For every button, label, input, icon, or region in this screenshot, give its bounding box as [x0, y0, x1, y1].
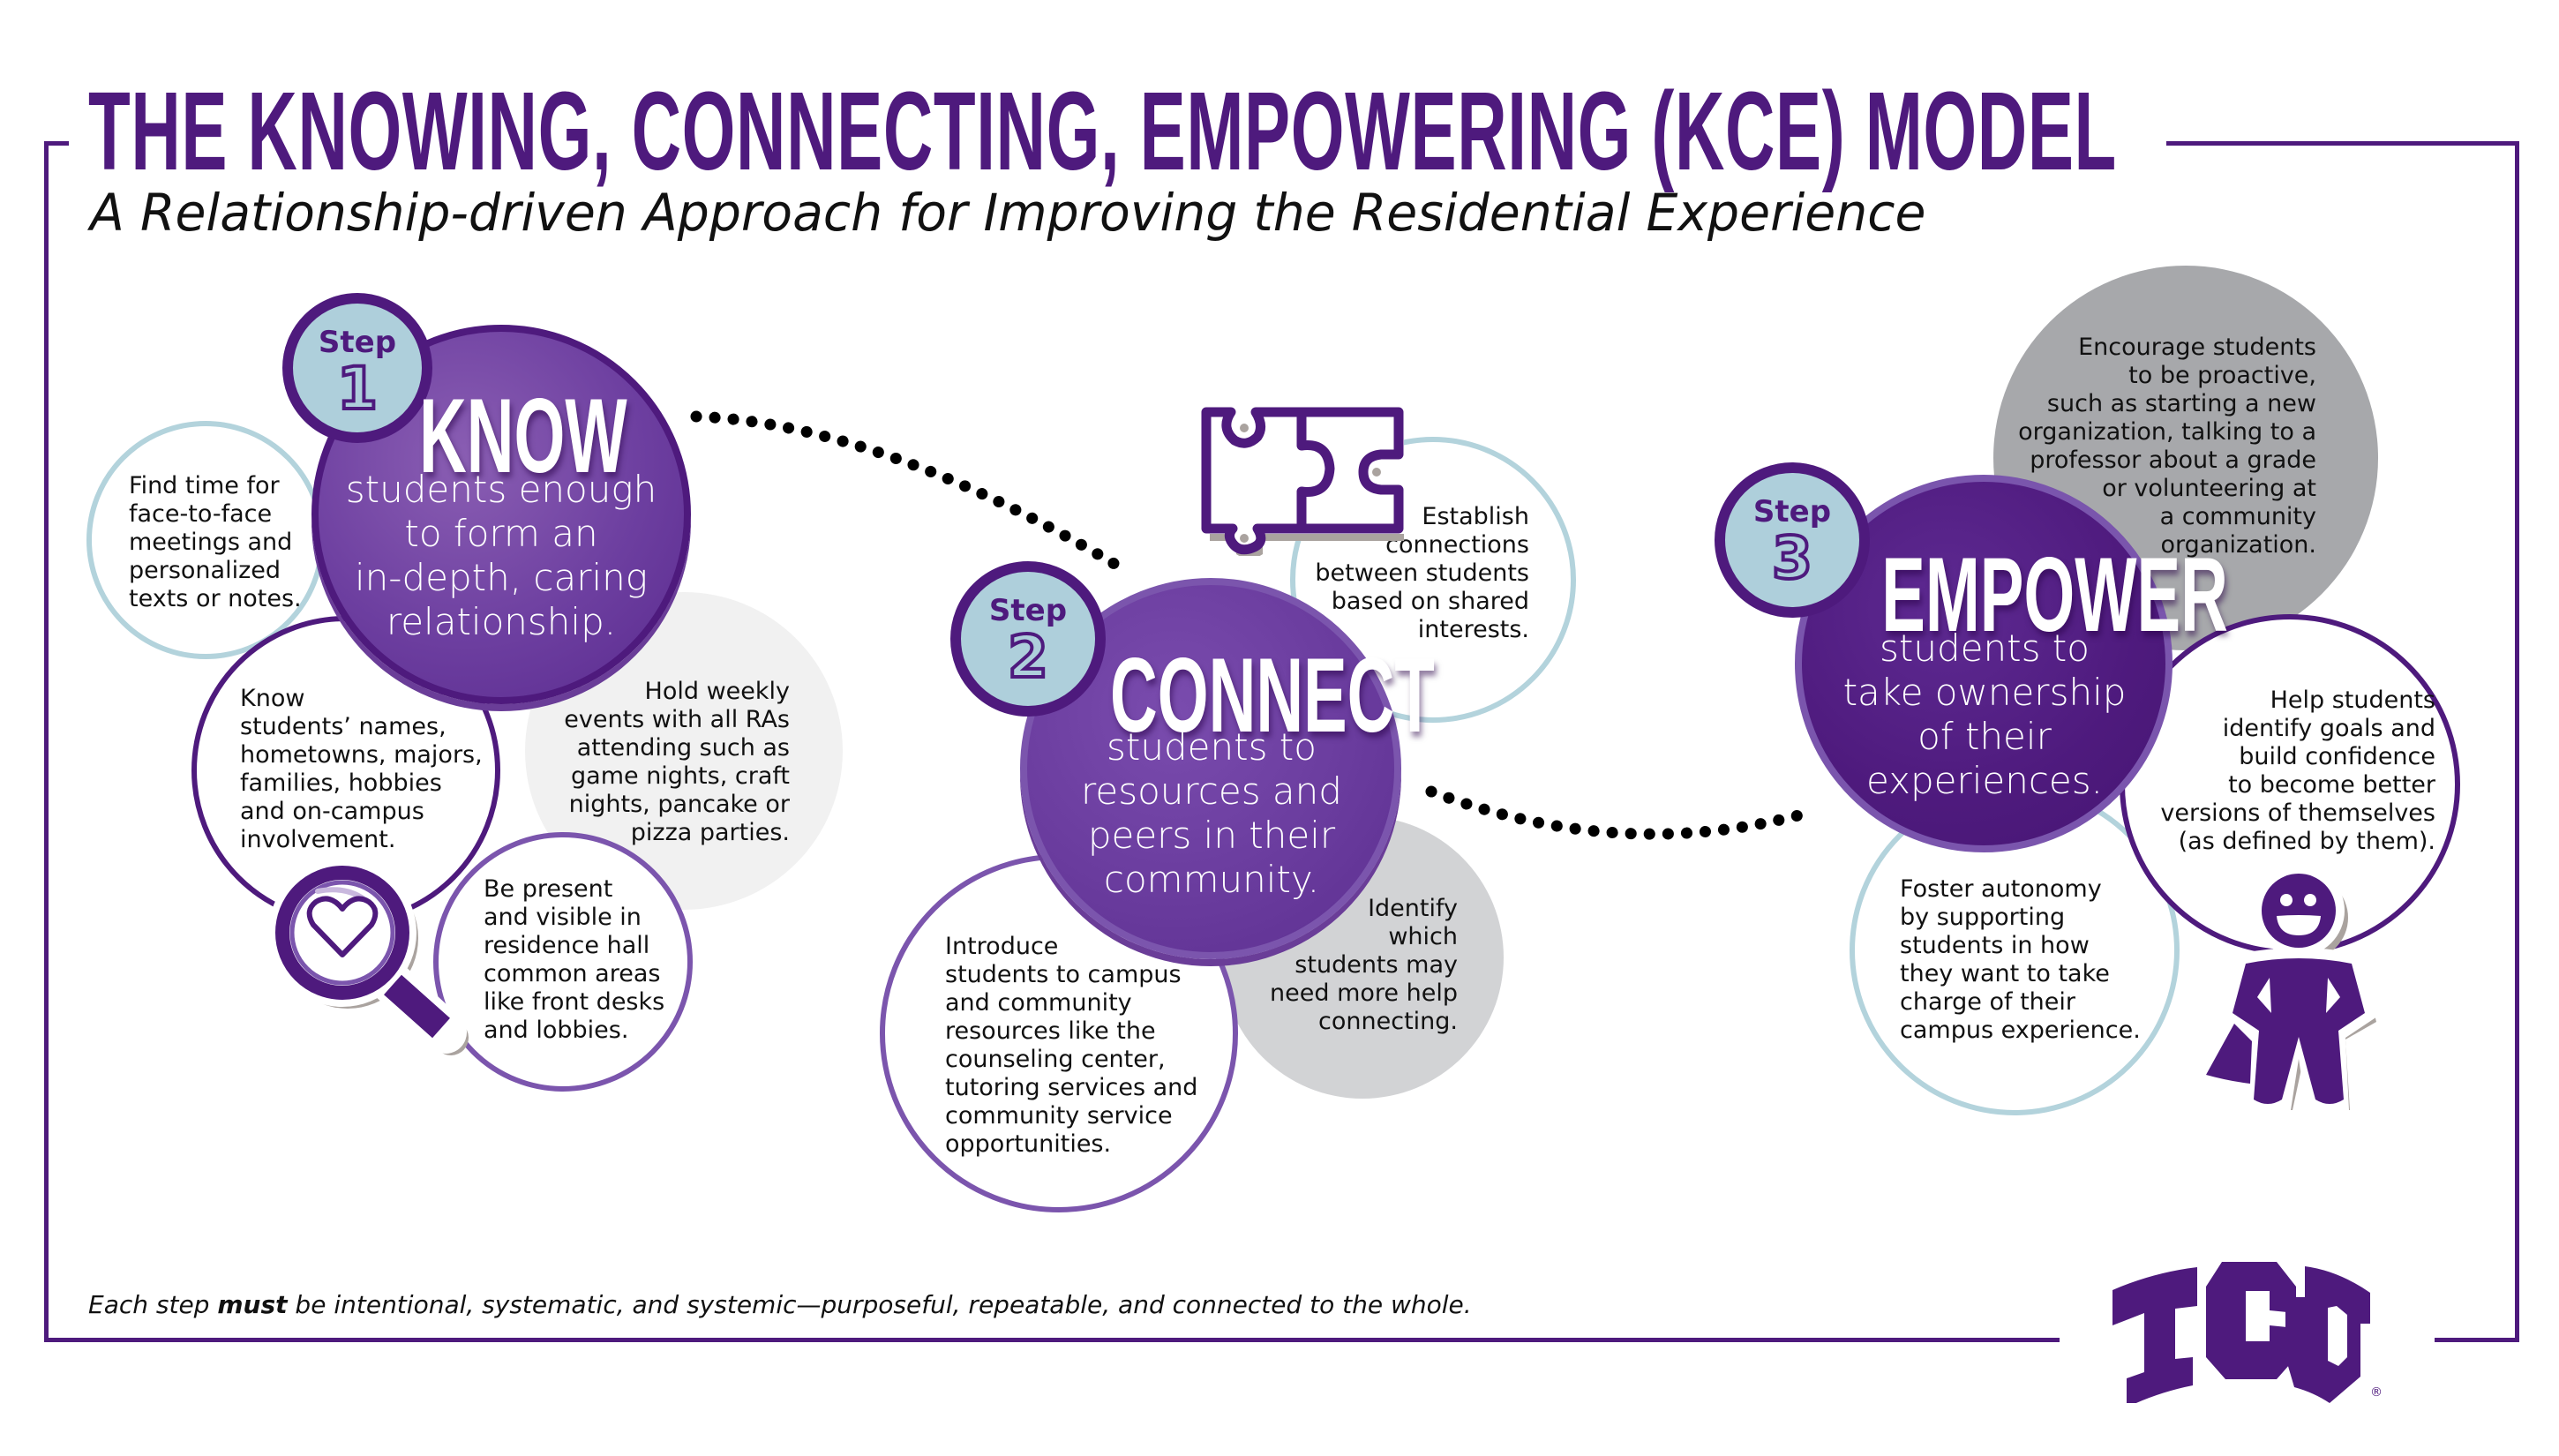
step-1-tip-face-to-face: Find time for face-to-face meetings and … [129, 472, 302, 612]
step-1-label: Step [318, 325, 397, 360]
step-3-tip-help: Help students identify goals and build c… [2160, 687, 2435, 855]
footer-note-prefix: Each step [88, 1290, 218, 1319]
dotted-connector-2-to-3 [1425, 785, 1818, 840]
step-3-tip-encourage: Encourage students to be proactive, such… [2018, 334, 2316, 559]
step-3-verb: EMPOWER [1881, 536, 2228, 654]
footer-note-emphasis: must [217, 1290, 288, 1319]
step-2-tip-introduce: Introduce students to campus and communi… [945, 933, 1198, 1158]
step-3-description: students to take ownership of their expe… [1842, 627, 2127, 802]
step-3-label: Step [1752, 494, 1832, 529]
step-2-tip-establish: Establish connections between students b… [1315, 503, 1529, 643]
superhero-icon [2197, 865, 2377, 1110]
puzzle-pieces-icon [1201, 407, 1404, 556]
frame-bottom-left [44, 1338, 2060, 1342]
step-2-badge: Step 2 [950, 561, 1106, 717]
footer-note: Each step must be intentional, systemati… [88, 1290, 1472, 1319]
step-3-number: 3 [1770, 524, 1814, 592]
frame-right [2515, 141, 2519, 1342]
frame-top-right [2166, 141, 2519, 146]
footer-note-suffix: be intentional, systematic, and systemic… [287, 1290, 1472, 1319]
registered-mark: ® [2370, 1385, 2383, 1400]
step-1-description: students enough to form an in-depth, car… [345, 468, 657, 643]
step-2-tip-identify: Identify which students may need more he… [1270, 895, 1458, 1035]
step-3-tip-foster: Foster autonomy by supporting students i… [1900, 875, 2141, 1044]
step-1-badge: Step 1 [282, 293, 432, 443]
tip-circle-face-to-face [86, 421, 325, 659]
step-1-number: 1 [335, 355, 379, 423]
frame-bottom-right [2435, 1338, 2519, 1342]
step-1-main-circle [311, 325, 691, 704]
step-3-badge: Step 3 [1715, 462, 1870, 618]
dotted-connector-1-to-2 [690, 410, 1134, 578]
frame-top-left-tick [44, 141, 69, 146]
step-2-number: 2 [1006, 623, 1050, 691]
magnifier-heart-icon [268, 859, 469, 1055]
step-2-description: students to resources and peers in their… [1081, 725, 1342, 901]
step-2-label: Step [988, 593, 1068, 628]
step-1-tip-be-present: Be present and visible in residence hall… [484, 875, 665, 1044]
page-title: THE KNOWING, CONNECTING, EMPOWERING (KCE… [88, 69, 2117, 193]
page-subtitle: A Relationship-driven Approach for Impro… [90, 183, 1926, 243]
tip-circle-be-present [433, 832, 693, 1092]
frame-left [44, 141, 49, 1342]
step-1-tip-weekly-events: Hold weekly events with all RAs attendin… [564, 678, 790, 846]
tcu-logo: ® [2109, 1262, 2391, 1407]
tcu-logo-mark: ® [2112, 1262, 2383, 1407]
step-1-tip-know-names: Know students’ names, hometowns, majors,… [240, 685, 483, 853]
